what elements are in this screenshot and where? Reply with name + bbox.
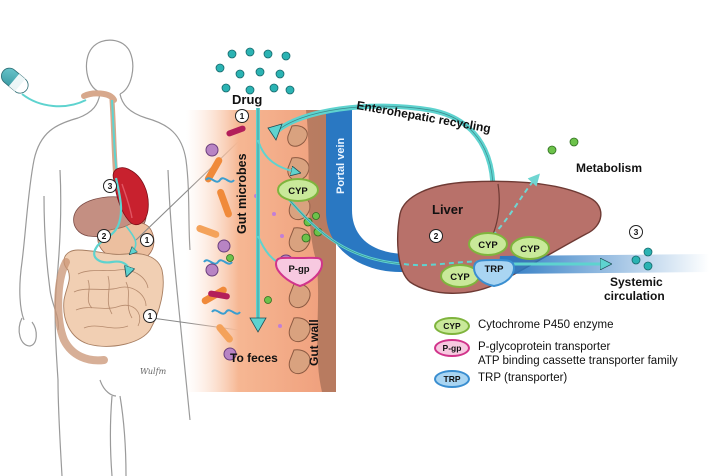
portal-vein — [326, 110, 412, 272]
metabolite-dots — [547, 137, 579, 155]
step-marker-2 — [429, 229, 443, 243]
enterohepatic-label: Enterohepatic recycling — [355, 98, 491, 135]
cyp-badge-liver-2 — [510, 236, 550, 260]
legend-item-pgp: P-gp P-glycoprotein transporter ATP bind… — [434, 339, 678, 367]
cyp-badge-gut — [277, 178, 319, 202]
trp-badge-liver — [472, 259, 516, 288]
step-marker-3 — [629, 225, 643, 239]
pgp-badge-gut — [274, 256, 324, 288]
portal-vein-label: Portal vein — [335, 137, 347, 194]
legend-item-cyp: CYP Cytochrome P450 enzyme — [434, 317, 614, 335]
drug-label: Drug — [232, 92, 262, 107]
trp-badge-liver-text: TRP — [485, 264, 505, 275]
capsule-pill-icon — [1, 67, 30, 96]
legend-trp-text: TRP (transporter) — [478, 372, 568, 384]
body-marker-1b-text: 1 — [148, 311, 153, 321]
cyp-badge-liver-1-text: CYP — [478, 240, 498, 251]
body-marker-2-text: 2 — [102, 231, 107, 241]
legend-cyp-pill: CYP — [434, 317, 470, 335]
step-marker-2-text: 2 — [434, 231, 439, 241]
artist-signature: Wulfm — [140, 367, 167, 376]
legend-pgp-text-line2: ATP binding cassette transporter family — [478, 355, 678, 367]
liver-label: Liver — [432, 202, 463, 217]
digestive-tract — [54, 90, 164, 365]
legend-pgp-text-line1: P-glycoprotein transporter — [478, 341, 611, 353]
to-feces-label: To feces — [230, 351, 278, 365]
body-markers — [97, 179, 157, 323]
to-feces-arrowhead — [249, 317, 267, 333]
step-marker-1 — [235, 109, 249, 123]
gut-wall-label: Gut wall — [307, 319, 321, 366]
gut-microbes-label: Gut microbes — [235, 153, 249, 234]
pgp-badge-gut-text: P-gp — [288, 264, 309, 275]
cyp-badge-liver-1 — [468, 232, 508, 256]
drug-molecules — [215, 47, 295, 95]
body-marker-3-text: 3 — [108, 181, 113, 191]
cyp-badge-liver-3-text: CYP — [450, 272, 470, 283]
step-marker-1-text: 1 — [240, 111, 245, 121]
systemic-drug-molecules — [631, 247, 653, 271]
legend-item-trp: TRP TRP (transporter) — [434, 370, 567, 388]
pill-trajectory-arrow — [21, 93, 87, 108]
cyp-badge-gut-text: CYP — [288, 186, 308, 197]
legend-trp-pill: TRP — [434, 370, 470, 388]
systemic-label-line1: Systemic — [610, 275, 663, 289]
legend-pgp-pill: P-gp — [434, 339, 470, 357]
body-marker-1a-text: 1 — [145, 235, 150, 245]
metabolism-label: Metabolism — [576, 161, 642, 175]
legend-cyp-text: Cytochrome P450 enzyme — [478, 319, 614, 331]
gut-microbes-cluster — [196, 125, 294, 361]
cyp-badge-liver-2-text: CYP — [520, 244, 540, 255]
step-marker-3-text: 3 — [634, 227, 639, 237]
systemic-label-line2: circulation — [604, 289, 665, 303]
